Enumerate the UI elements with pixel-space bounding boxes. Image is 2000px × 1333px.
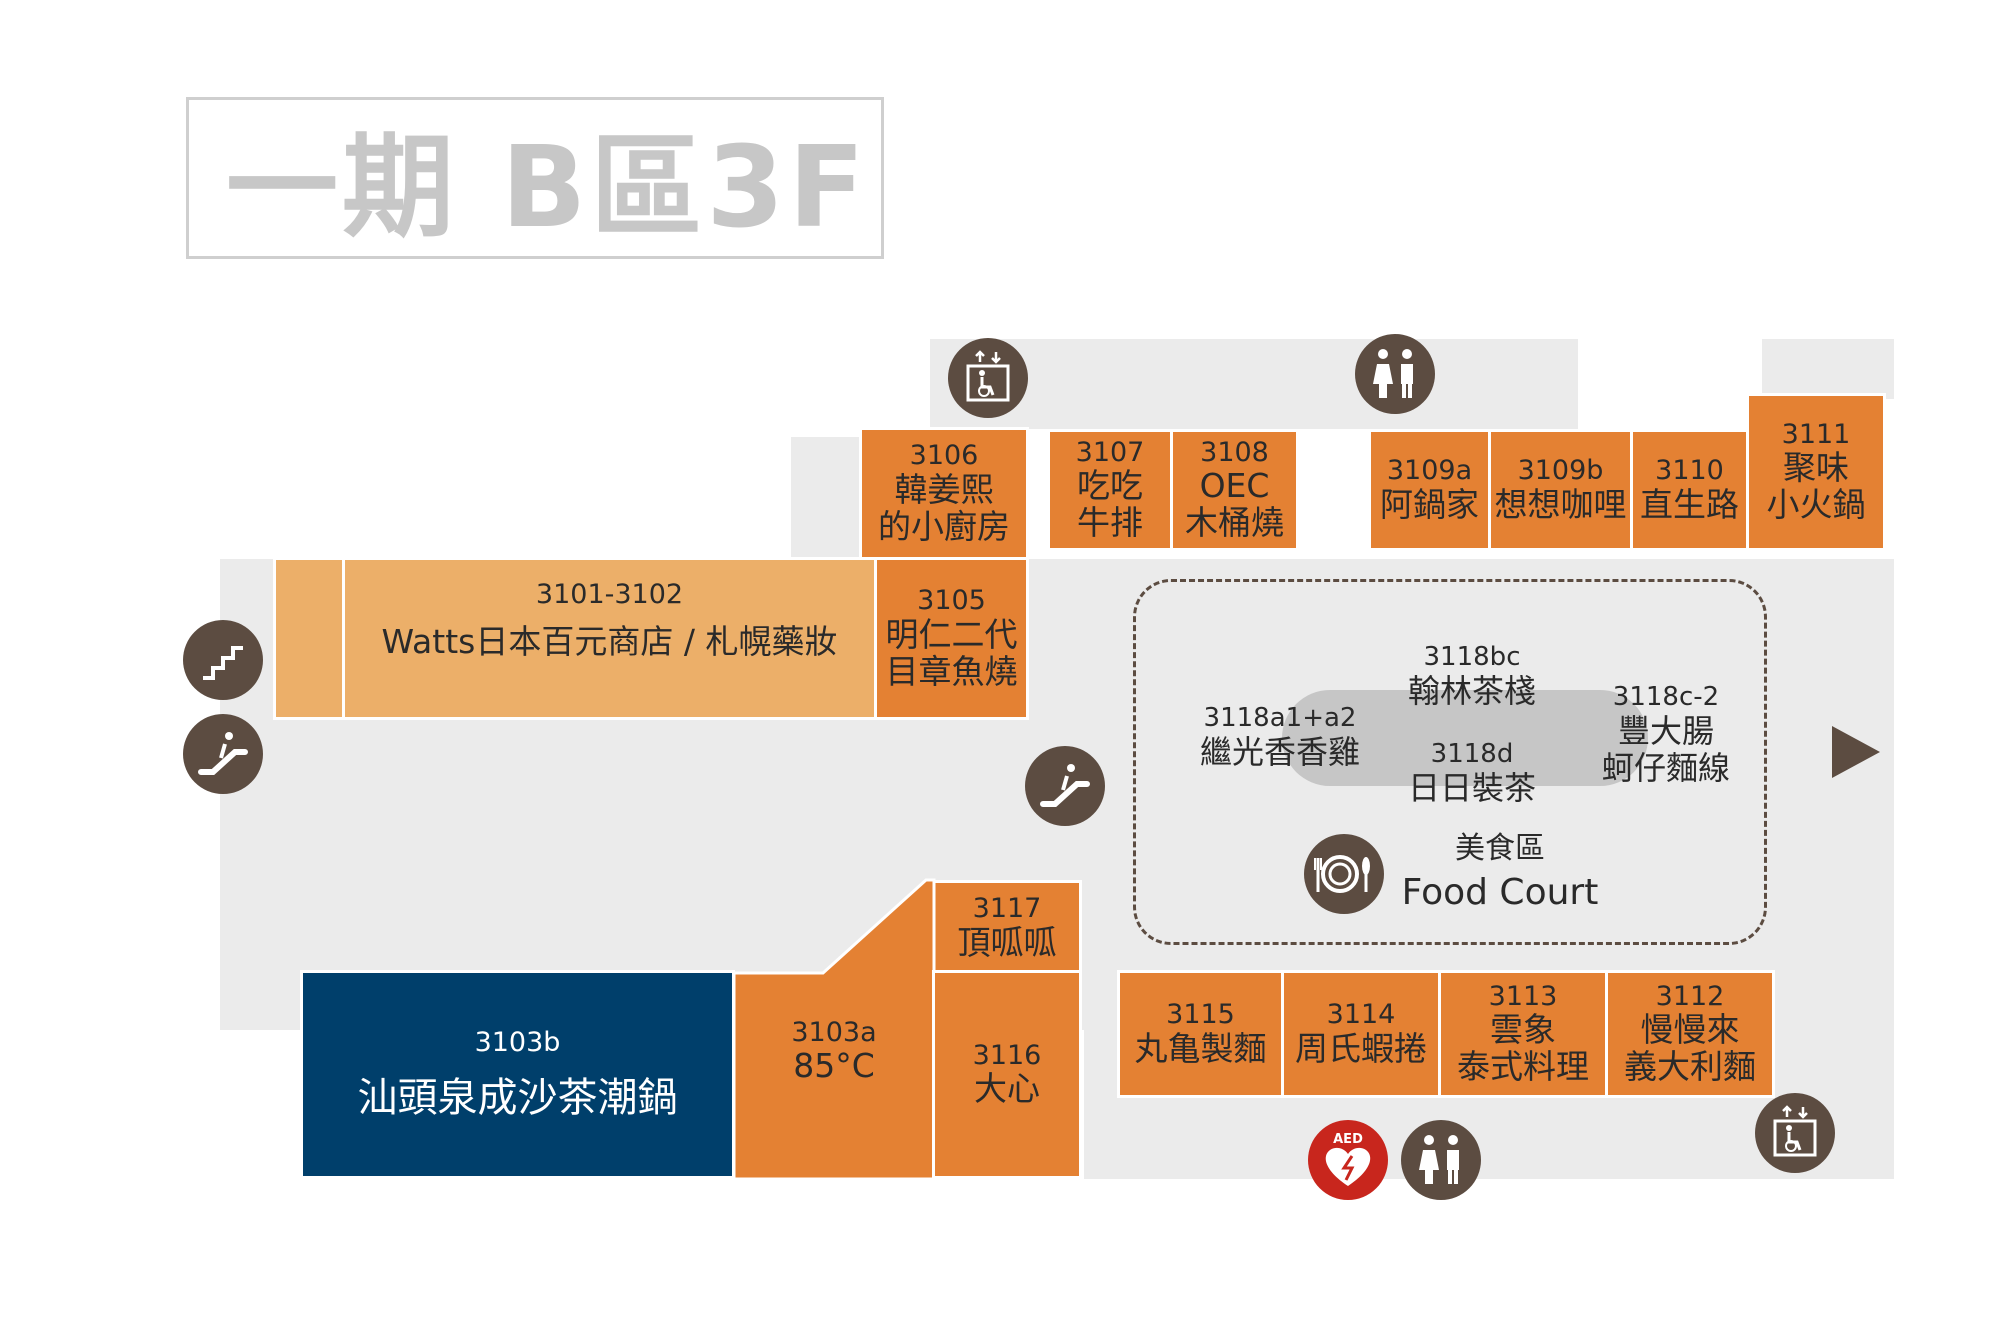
shop-number: 3107 [1075,436,1145,468]
title-frame [186,97,884,259]
shop-3108[interactable]: 3108 OEC 木桶燒 [1170,429,1299,551]
shop-3109a[interactable]: 3109a 阿鍋家 [1368,429,1491,551]
stall-name: 蚵仔麵線 [1601,748,1730,787]
page-title: 一期 B區3F [226,123,869,253]
shop-name: 義大利麵 [1624,1047,1756,1087]
shop-3103a[interactable]: 3103a 85°C [734,973,934,1179]
shop-name: 吃吃 [1077,466,1143,506]
shop-name: 聚味 [1783,448,1849,488]
food-court-title-en: Food Court [1401,872,1599,913]
shop-name: 頂呱呱 [957,922,1057,962]
floor-area-right [1762,339,1894,399]
shop-name: 周氏蝦捲 [1295,1028,1427,1068]
shop-number: 3112 [1655,980,1725,1012]
food-court-counter [1282,690,1648,786]
stall-name: 繼光香香雞 [1199,732,1360,771]
shop-3111[interactable]: 3111 聚味 小火鍋 [1746,393,1886,551]
shop-name: 牛排 [1077,503,1143,543]
shop-number: 3105 [917,585,986,617]
shop-name: 的小廚房 [878,506,1010,546]
stall-name: 豐大腸 [1617,711,1714,750]
aed-label: AED [1333,1132,1363,1147]
accessible-elevator-icon [948,338,1028,418]
shop-number: 3115 [1166,999,1235,1031]
shop-name: 泰式料理 [1457,1047,1589,1087]
shop-number: 3116 [972,1039,1042,1071]
escalator-icon [183,714,263,794]
stall-number: 3118c-2 [1612,682,1720,712]
shop-number: 3114 [1326,999,1396,1031]
shop-name: 85°C [793,1046,875,1086]
shop-3117[interactable]: 3117 頂呱呱 [932,880,1082,976]
stall-name: 日日裝茶 [1407,768,1536,807]
shop-number: 3108 [1200,436,1269,468]
shop-name: OEC [1199,466,1270,506]
stall-number: 3118d [1430,739,1514,769]
dining-icon [1304,834,1384,914]
shop-3103a-shape [732,878,936,1181]
shop-3105[interactable]: 3105 明仁二代 目章魚燒 [874,557,1029,720]
escalator-icon [1025,746,1105,826]
shop-number: 3117 [972,893,1042,925]
shop-name: 想想咖哩 [1494,484,1627,524]
stall-name: 翰林茶棧 [1407,671,1536,710]
shop-name: 雲象 [1490,1010,1556,1050]
shop-name: 小火鍋 [1766,485,1866,525]
shop-number: 3103a [791,1017,877,1048]
stall-number: 3118bc [1423,642,1521,672]
accessible-elevator-icon [1755,1093,1835,1173]
food-court-title-zh: 美食區 [1455,831,1545,866]
shop-3113[interactable]: 3113 雲象 泰式料理 [1438,970,1608,1098]
stall-3118c-2[interactable]: 3118c-2 豐大腸 蚵仔麵線 [1576,682,1756,787]
shop-number: 3109a [1386,455,1473,487]
shop-3110[interactable]: 3110 直生路 [1630,429,1749,551]
shop-name: Watts日本百元商店 / 札幌藥妝 [381,622,838,662]
shop-name: 直生路 [1640,484,1739,524]
shop-number: 3106 [909,440,979,472]
shop-3101-3102-annex [273,557,345,720]
shop-3107[interactable]: 3107 吃吃 牛排 [1047,429,1173,551]
shop-name: 木桶燒 [1185,503,1284,543]
stall-3118d[interactable]: 3118d 日日裝茶 [1372,739,1572,807]
shop-3109b[interactable]: 3109b 想想咖哩 [1488,429,1633,551]
direction-arrow-icon [1832,726,1880,778]
shop-3106[interactable]: 3106 韓姜熙 的小廚房 [859,427,1029,560]
shop-3114[interactable]: 3114 周氏蝦捲 [1281,970,1441,1098]
shop-3103b[interactable]: 3103b 汕頭泉成沙茶潮鍋 [300,970,735,1179]
shop-name: 韓姜熙 [894,469,994,509]
shop-name: 明仁二代 [885,614,1018,654]
shop-name: 丸亀製麵 [1134,1028,1267,1068]
shop-3116[interactable]: 3116 大心 [932,970,1082,1179]
shop-name: 汕頭泉成沙茶潮鍋 [357,1075,678,1122]
floor-area-top [930,339,1578,429]
food-court-area [1133,579,1767,945]
restroom-icon [1355,334,1435,414]
shop-3101-3102[interactable]: 3101-3102 Watts日本百元商店 / 札幌藥妝 [342,557,877,720]
shop-number: 3110 [1655,455,1724,487]
shop-name: 大心 [974,1069,1040,1109]
aed-icon: AED [1308,1120,1388,1200]
stall-number: 3118a1+a2 [1203,703,1357,733]
shop-number: 3101-3102 [535,579,684,610]
stairs-icon [183,620,263,700]
shop-name: 目章魚燒 [885,651,1018,691]
shop-number: 3103b [474,1026,561,1058]
shop-3115[interactable]: 3115 丸亀製麵 [1117,970,1284,1098]
stall-3118bc[interactable]: 3118bc 翰林茶棧 [1372,642,1572,710]
restroom-icon [1401,1120,1481,1200]
shop-name: 慢慢來 [1640,1010,1740,1050]
stall-3118a1-a2[interactable]: 3118a1+a2 繼光香香雞 [1175,703,1385,771]
shop-3112[interactable]: 3112 慢慢來 義大利麵 [1605,970,1775,1098]
shop-number: 3109b [1517,455,1604,487]
shop-number: 3113 [1488,980,1558,1012]
shop-name: 阿鍋家 [1380,484,1479,524]
shop-number: 3111 [1781,418,1851,450]
